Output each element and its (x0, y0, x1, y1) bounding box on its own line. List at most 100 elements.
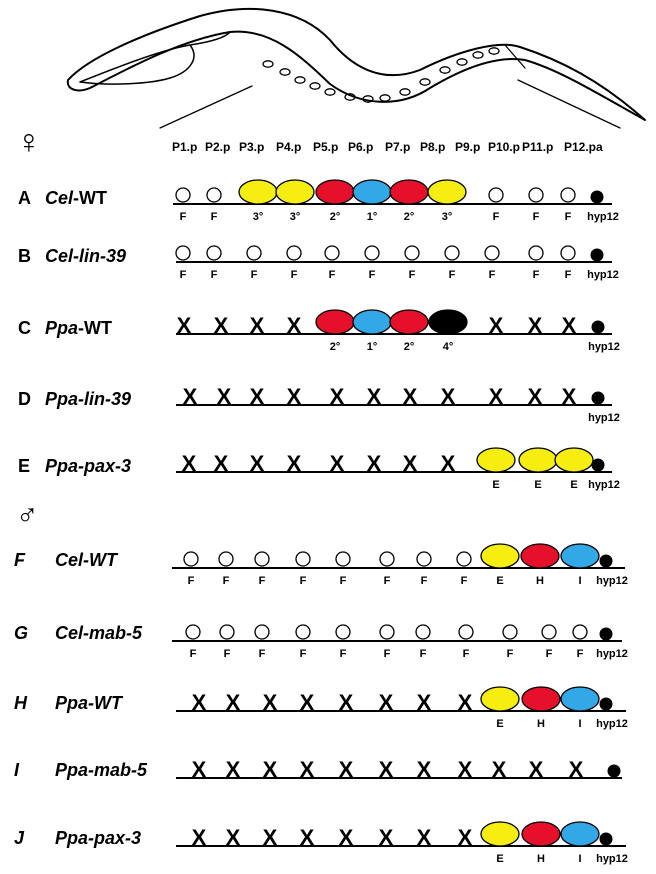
cell-fused-x-p6p: X (367, 451, 382, 476)
fate-label-p8p: 4° (443, 341, 454, 353)
cell-fate-p7p (389, 179, 429, 205)
cell-fused-x-p10p: X (528, 313, 543, 338)
cell-undivided-p6p (379, 551, 395, 567)
cell-fate-p10p (518, 447, 558, 473)
cell-fate-p10p (520, 543, 560, 569)
fate-label-p7p: F (420, 648, 427, 660)
fate-label-p6p: 1° (367, 341, 378, 353)
fate-label-p6p: F (384, 648, 391, 660)
row-letter: A (18, 188, 31, 208)
cell-undivided-p7p (415, 624, 431, 640)
cell-undivided-p8p (456, 551, 472, 567)
cell-fate-p5p (315, 309, 355, 335)
cell-undivided-p10p (541, 624, 557, 640)
worm-illustration (66, 7, 646, 129)
cell-fate-p10p (521, 686, 561, 712)
fate-label-p3p: F (251, 269, 258, 281)
worm-pn-cells (262, 47, 500, 103)
cell-fused-x-p10p: X (528, 384, 543, 409)
cell-fused-x-p1p: X (182, 451, 197, 476)
fate-label-p12pa: hyp12 (596, 575, 628, 587)
genotype-italic-part: Ppa (45, 318, 78, 338)
fate-label-p4p: F (291, 269, 298, 281)
fate-label-p4p: F (300, 575, 307, 587)
fate-label-p11p: I (578, 718, 581, 730)
cell-hyp12-p12pa (591, 458, 605, 472)
genotype-italic-part: Cel (45, 188, 74, 208)
fate-label-p12pa: hyp12 (596, 853, 628, 865)
fate-label-p8p: F (463, 648, 470, 660)
cell-fused-x-p6p: X (379, 690, 394, 715)
cell-undivided-p8p (458, 624, 474, 640)
row-letter: B (18, 246, 31, 266)
cell-undivided-p6p (379, 624, 395, 640)
fate-label-p12pa: hyp12 (596, 718, 628, 730)
cell-fate-p4p (275, 179, 315, 205)
fate-label-p9p: E (496, 718, 503, 730)
cell-fused-x-p11p: X (562, 313, 577, 338)
cell-fused-x-p4p: X (287, 313, 302, 338)
row-letter: F (14, 550, 26, 570)
fate-label-p5p: F (340, 648, 347, 660)
cell-undivided-p5p (335, 551, 351, 567)
cell-fused-x-p1p: X (192, 757, 207, 782)
cell-fused-x-p7p: X (417, 690, 432, 715)
fate-label-p11p: F (565, 269, 572, 281)
row-letter: D (18, 389, 31, 409)
fate-label-p9p: F (507, 648, 514, 660)
cell-fused-x-p9p: X (489, 313, 504, 338)
fate-label-p10p: H (537, 718, 545, 730)
fate-label-p10p: F (533, 269, 540, 281)
cell-fused-x-p4p: X (300, 757, 315, 782)
cell-fused-x-p5p: X (339, 825, 354, 850)
fate-label-p9p: E (496, 853, 503, 865)
cell-undivided-p9p (484, 245, 500, 261)
cell-fate-p9p (480, 543, 520, 569)
cell-fused-x-p1p: X (177, 313, 192, 338)
fate-label-p2p: F (223, 575, 230, 587)
cell-undivided-p1p (175, 187, 191, 203)
row-letter: G (14, 623, 28, 643)
header-p9p: P9.p (455, 140, 480, 154)
cell-fused-x-p2p: X (214, 313, 229, 338)
fate-label-p1p: F (188, 575, 195, 587)
header-p10p: P10.p (488, 140, 520, 154)
fate-label-p1p: F (180, 269, 187, 281)
cell-fate-p8p (428, 309, 468, 335)
fate-label-p7p: 2° (404, 211, 415, 223)
fate-label-p7p: F (421, 575, 428, 587)
genotype-italic-part: Cel-lin-39 (45, 246, 126, 266)
fate-label-p7p: 2° (404, 341, 415, 353)
cell-undivided-p2p (218, 551, 234, 567)
cell-fused-x-p4p: X (300, 690, 315, 715)
cell-fused-x-p7p: X (403, 384, 418, 409)
row-genotype-label: Cel-WT (45, 188, 107, 208)
cell-undivided-p4p (295, 551, 311, 567)
hermaphrodite-symbol: ♀ (16, 123, 42, 161)
row-genotype-label: Ppa-mab-5 (55, 760, 148, 780)
cell-fused-x-p1p: X (183, 384, 198, 409)
fate-label-p12pa: hyp12 (588, 341, 620, 353)
row-genotype-label: Ppa-pax-3 (55, 828, 141, 848)
cell-fate-p7p (389, 309, 429, 335)
header-p2p: P2.p (205, 140, 230, 154)
worm-body-outline (66, 7, 646, 121)
fate-label-p9p: F (489, 269, 496, 281)
cell-fused-x-p11p: X (569, 757, 584, 782)
cell-fate-p9p (480, 686, 520, 712)
cell-fused-x-p2p: X (217, 384, 232, 409)
cell-undivided-p2p (206, 187, 222, 203)
cell-fused-x-p10p: X (529, 757, 544, 782)
cell-fused-x-p1p: X (192, 825, 207, 850)
cell-fused-x-p6p: X (379, 757, 394, 782)
cell-fused-x-p3p: X (263, 825, 278, 850)
fate-label-p6p: F (369, 269, 376, 281)
cell-undivided-p11p (572, 624, 588, 640)
cell-undivided-p7p (416, 551, 432, 567)
cell-fused-x-p4p: X (300, 825, 315, 850)
fate-label-p2p: F (224, 648, 231, 660)
genotype-italic-part: Ppa-pax-3 (45, 456, 131, 476)
